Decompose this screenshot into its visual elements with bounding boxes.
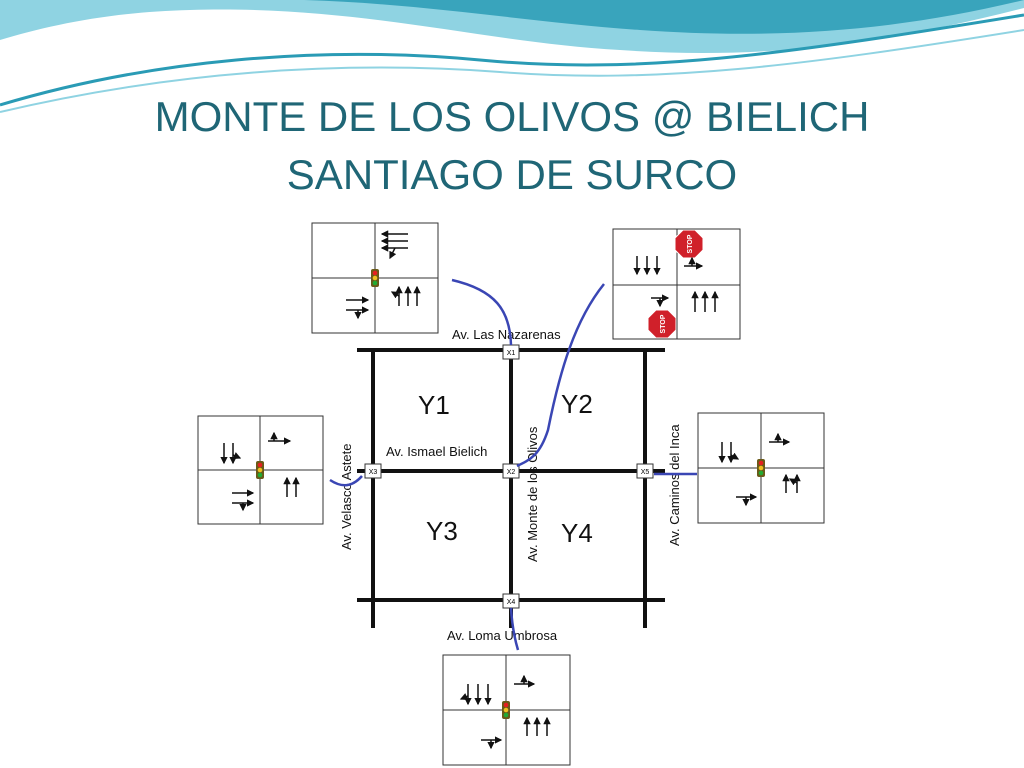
zone-label-y1: Y1 [418,390,450,420]
node-label: X3 [369,469,378,476]
slide-title: MONTE DE LOS OLIVOS @ BIELICH SANTIAGO D… [0,88,1024,204]
lane-arrow-icon [220,431,300,512]
node-x3: X3 [364,463,382,479]
node-label: X5 [641,469,650,476]
street-label-east: Av. Caminos del Inca [667,424,682,546]
phase-diagram-east [697,412,825,524]
phase-diagram-south [442,654,571,766]
street-label-west: Av. Velasco Astete [339,444,354,550]
stop-sign-top: STOP [674,229,704,259]
lane-arrow-icon [459,674,551,750]
title-line-1: MONTE DE LOS OLIVOS @ BIELICH [154,93,870,140]
node-label: X4 [507,599,516,606]
phase-diagram-north [311,222,439,334]
street-label-north: Av. Las Nazarenas [452,327,561,342]
stop-sign-label: STOP [687,234,694,253]
street-labels: Av. Las Nazarenas Av. Ismael Bielich Av.… [339,327,682,643]
connector-lines [329,278,697,651]
traffic-light-icon [371,269,379,287]
node-markers: X1 X2 X3 X4 X5 [364,344,654,609]
zone-label-y2: Y2 [561,389,593,419]
header-wave-decoration [0,0,1024,113]
node-x1: X1 [502,344,520,360]
traffic-light-icon [502,701,510,719]
street-label-south: Av. Loma Umbrosa [447,628,558,643]
node-label: X1 [507,350,516,357]
traffic-light-icon [757,459,765,477]
street-label-center: Av. Monte de los Olivos [525,426,540,562]
zone-labels: Y1 Y2 Y3 Y4 [418,389,593,548]
node-x4: X4 [502,593,520,609]
node-x5: X5 [636,463,654,479]
stop-sign-bottom: STOP [647,309,677,339]
traffic-light-icon [256,461,264,479]
phase-diagram-west [197,415,324,525]
node-x2: X2 [502,463,520,479]
lane-arrow-icon [633,256,719,312]
zone-label-y4: Y4 [561,518,593,548]
stop-sign-label: STOP [660,314,667,333]
lane-arrow-icon [346,230,421,320]
zone-label-y3: Y3 [426,516,458,546]
title-line-2: SANTIAGO DE SURCO [286,151,738,198]
phase-diagram-northeast: STOP STOP [612,228,741,340]
lane-arrow-icon [718,432,801,507]
street-label-middle: Av. Ismael Bielich [386,444,487,459]
node-label: X2 [507,469,516,476]
